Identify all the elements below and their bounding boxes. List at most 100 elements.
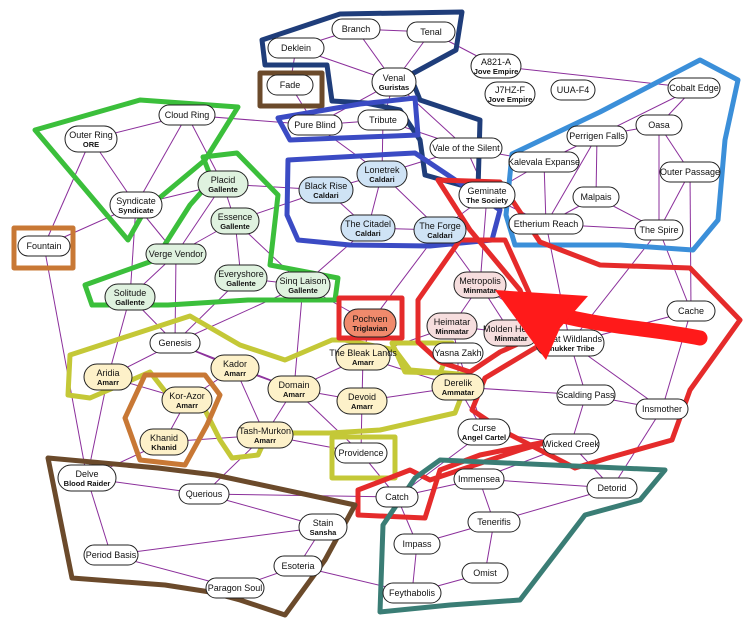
region-node-branch[interactable]: Branch xyxy=(331,18,381,40)
region-node-detorid[interactable]: Detorid xyxy=(586,477,638,499)
region-node-shape xyxy=(508,213,584,235)
region-node-shape xyxy=(406,21,456,43)
region-node-tenal[interactable]: Tenal xyxy=(406,21,456,43)
region-name: Omist xyxy=(473,568,497,578)
region-name: Wicked Creek xyxy=(543,439,600,449)
region-node-genesis[interactable]: Genesis xyxy=(149,332,201,354)
region-node-wicked-creek[interactable]: Wicked Creek xyxy=(542,433,600,455)
region-node-oasa[interactable]: Oasa xyxy=(635,114,683,136)
region-node-the-spire[interactable]: The Spire xyxy=(634,219,684,241)
region-node-outer-passage[interactable]: Outer Passage xyxy=(659,161,721,183)
region-name: UUA-F4 xyxy=(557,85,590,95)
region-node-providence[interactable]: Providence xyxy=(334,442,388,464)
region-node-period-basis[interactable]: Period Basis xyxy=(83,544,139,566)
region-node-shape xyxy=(64,125,118,153)
region-node-yasna-zakh[interactable]: Yasna Zakh xyxy=(432,342,484,364)
region-node-impass[interactable]: Impass xyxy=(393,533,441,555)
region-faction: Amarr xyxy=(351,402,373,411)
region-node-vale-of-the-silent[interactable]: Vale of the Silent xyxy=(429,137,503,159)
region-name: Metropolis xyxy=(459,276,501,286)
region-node-immensea[interactable]: Immensea xyxy=(453,468,505,490)
region-name: Tribute xyxy=(369,115,397,125)
region-node-insmother[interactable]: Insmother xyxy=(635,398,689,420)
region-node-etherium-reach[interactable]: Etherium Reach xyxy=(508,213,584,235)
region-faction: Triglavian xyxy=(352,324,387,333)
region-node-shape xyxy=(161,386,213,414)
region-node-paragon-soul[interactable]: Paragon Soul xyxy=(205,577,265,599)
region-node-shape xyxy=(158,104,216,126)
region-node-tribute[interactable]: Tribute xyxy=(357,109,409,131)
region-faction: Caldari xyxy=(355,229,380,238)
region-node-verge-vendor[interactable]: Verge Vendor xyxy=(145,243,207,265)
region-faction: Amarr xyxy=(224,369,246,378)
region-node-deklein[interactable]: Deklein xyxy=(267,37,325,59)
region-node-shape xyxy=(214,264,268,292)
region-node-uua-f4[interactable]: UUA-F4 xyxy=(550,79,596,101)
region-node-fountain[interactable]: Fountain xyxy=(17,235,71,257)
region-name: Immensea xyxy=(458,474,500,484)
region-node-shape xyxy=(556,384,616,406)
region-faction: Caldari xyxy=(313,191,338,200)
region-node-omist[interactable]: Omist xyxy=(461,562,509,584)
region-node-feythabolis[interactable]: Feythabolis xyxy=(382,582,442,604)
region-node-scalding-pass[interactable]: Scalding Pass xyxy=(556,384,616,406)
region-node-shape xyxy=(432,342,484,364)
region-name: Providence xyxy=(338,448,383,458)
connection-line xyxy=(135,114,188,206)
region-node-shape xyxy=(149,332,201,354)
region-node-pure-blind[interactable]: Pure Blind xyxy=(287,114,343,136)
region-node-fade[interactable]: Fade xyxy=(266,74,314,96)
region-node-cache[interactable]: Cache xyxy=(666,300,716,322)
region-name: Fade xyxy=(280,80,301,90)
region-node-catch[interactable]: Catch xyxy=(375,486,419,508)
region-name: Devoid xyxy=(348,392,376,402)
region-node-cloud-ring[interactable]: Cloud Ring xyxy=(158,104,216,126)
region-node-cobalt-edge[interactable]: Cobalt Edge xyxy=(667,77,721,99)
region-node-perrigen-falls[interactable]: Perrigen Falls xyxy=(566,125,628,147)
region-node-shape xyxy=(357,109,409,131)
region-name: Genesis xyxy=(158,338,192,348)
region-node-kalevala-expanse[interactable]: Kalevala Expanse xyxy=(508,151,580,173)
region-node-shape xyxy=(667,77,721,99)
region-node-malpais[interactable]: Malpais xyxy=(572,186,620,208)
region-faction: Thukker Tribe xyxy=(545,344,594,353)
region-faction: ORE xyxy=(83,140,99,149)
region-name: Vale of the Silent xyxy=(432,143,500,153)
region-node-querious[interactable]: Querious xyxy=(178,483,230,505)
region-node-shape xyxy=(298,513,348,541)
region-node-tenerifis[interactable]: Tenerifis xyxy=(467,511,521,533)
region-faction: Amarr xyxy=(254,436,276,445)
region-node-esoteria[interactable]: Esoteria xyxy=(273,555,323,577)
region-node-shape xyxy=(457,418,511,446)
